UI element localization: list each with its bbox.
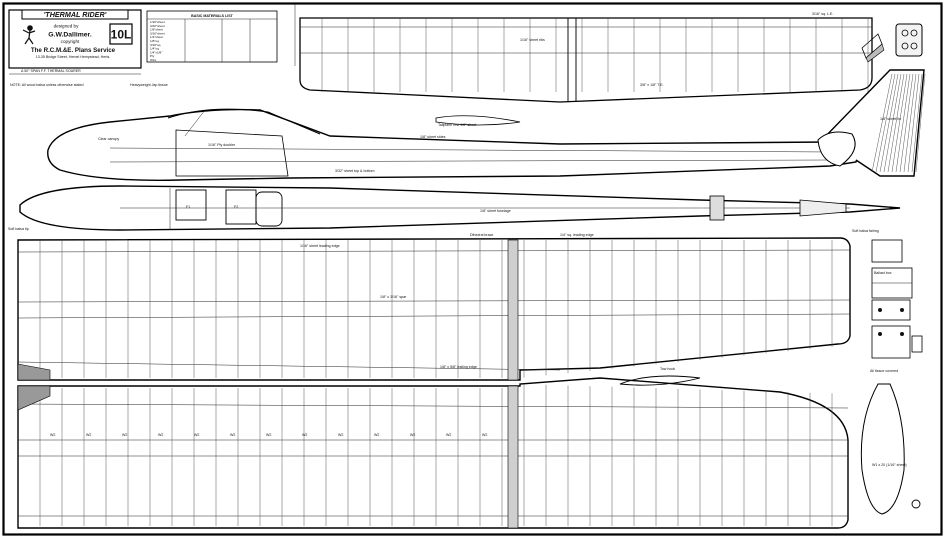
materials-row: 3/16"sheet <box>150 31 165 35</box>
fin-grain-line <box>891 73 908 173</box>
side-details: Ballast box All tissue covered <box>870 239 923 373</box>
wing-rib-label: W2 <box>338 433 343 437</box>
wing-rib-label: W2 <box>50 433 55 437</box>
wing-tip-label: Soft balsa tip <box>8 227 29 231</box>
wing-rib-label: W2 <box>86 433 91 437</box>
small-parts-top-right <box>861 23 923 63</box>
fin-grain-line <box>883 73 902 173</box>
materials-row: 1/4"x1/8" <box>150 50 162 54</box>
ply-doubler-label: 1/16" Ply doubler <box>208 143 236 147</box>
fin-grain-line <box>911 73 923 173</box>
tailplane-te-label: 3/8" x 1/8" T.E. <box>640 83 663 87</box>
fin-label: 1/8" sheet fin <box>880 117 901 121</box>
plan-number: 10L <box>111 28 132 42</box>
materials-row: 3/16"sq. <box>150 43 161 47</box>
designed-by-label: designed by <box>54 24 79 29</box>
fin-grain-line <box>871 73 893 173</box>
tailplane-plan: 1/16" sheet ribs 3/16" sq. L.E. 3/8" x 1… <box>299 12 873 103</box>
wing-spar-label: 1/8" x 3/16" spar <box>380 295 407 299</box>
materials-row: Wire <box>150 58 157 62</box>
plans-service-name: The R.C.M.&E. Plans Service <box>31 47 116 54</box>
fin-grain-line <box>879 73 899 173</box>
fuselage-top-view: 1/8" sheet fuselage F1 F2 Soft balsa fai… <box>19 185 901 233</box>
wing-rib-label: W2 <box>410 433 415 437</box>
tailplane-rest-label: Tailplane rest 1/8" sheet <box>438 123 476 127</box>
materials-row: 1/8"sq. <box>150 39 160 43</box>
wing-panel-upper: 1/4" sq. leading edge 1/8" x 5/8" traili… <box>8 227 851 381</box>
materials-row: 3/32"sheet <box>150 24 165 28</box>
former-f2-label: F2 <box>234 205 238 209</box>
tail-fairing-label: Soft balsa fairing <box>852 229 879 233</box>
tissue-label: Heavyweight Jap tissue <box>130 83 168 87</box>
fin-grain-line <box>907 73 920 173</box>
wing-te-label: 1/8" x 5/8" trailing edge <box>440 365 477 369</box>
wing-rib-label: W2 <box>302 433 307 437</box>
copyright-label: copyright <box>61 39 80 44</box>
wing-panel-lower: W2 W2 W2 W2 W2 W2 W2 W2 W2 W2 W2 W2 W2 <box>17 377 849 529</box>
fuselage-sides-label: 1/8" sheet sides <box>420 135 446 139</box>
wing-le-label: 1/4" sq. leading edge <box>560 233 594 237</box>
plan-number-box <box>109 23 133 45</box>
rib-template-label: W1 x 20 (1/16" sheet) <box>872 463 907 467</box>
note-label: NOTE: All wood balsa unless otherwise st… <box>10 83 84 87</box>
fuselage-side-view: Clear canopy 1/16" Ply doubler 1/8" shee… <box>47 69 926 181</box>
tow-hook-detail: Tow hook <box>619 367 701 386</box>
materials-row: Ply <box>150 54 155 58</box>
wing-rib-label: W2 <box>158 433 163 437</box>
fuselage-sheet-label: 3/32" sheet top & bottom <box>335 169 374 173</box>
service-address: 13-35 Bridge Street, Hemel Hempstead, He… <box>36 55 111 59</box>
tow-hook-label: Tow hook <box>660 367 675 371</box>
rib-template: W1 x 20 (1/16" sheet) <box>860 383 921 515</box>
materials-row: 1/4"sq. <box>150 47 160 51</box>
canopy-label: Clear canopy <box>98 137 119 141</box>
plan-caption: A 50" SPAN F.F. THERMAL SOARER <box>21 69 81 73</box>
materials-row: 1/8"sheet <box>150 28 163 32</box>
wing-dihedral-label: Dihedral brace <box>470 233 493 237</box>
fin-grain-line <box>887 73 905 173</box>
materials-heading: BASIC MATERIALS LIST <box>191 14 233 18</box>
materials-row: 1/4"sheet <box>150 35 163 39</box>
materials-table: BASIC MATERIALS LIST 1/16"sheet3/32"shee… <box>146 10 278 63</box>
fin-grain-line <box>903 73 917 173</box>
designer-name: G.W.Dallimer. <box>48 32 92 39</box>
wing-rib-label: W2 <box>194 433 199 437</box>
wing-rib-label: W2 <box>374 433 379 437</box>
tissue-note: All tissue covered <box>870 369 898 373</box>
tailplane-rib-label: 1/16" sheet ribs <box>520 38 545 42</box>
wing-rib-label: W2 <box>482 433 487 437</box>
tailplane-le-label: 3/16" sq. L.E. <box>812 12 833 16</box>
fin-grain-line <box>895 73 911 173</box>
wing-rib-label: W2 <box>122 433 127 437</box>
former-f1-label: F1 <box>186 205 190 209</box>
title-block: 'THERMAL RIDER' designed by G.W.Dallimer… <box>8 9 142 75</box>
ballast-box-label: Ballast box <box>874 271 892 275</box>
fuselage-label: 1/8" sheet fuselage <box>480 209 511 213</box>
wing-rib-label: W2 <box>266 433 271 437</box>
wing-rib-label: W2 <box>446 433 451 437</box>
wing-sheet-label: 1/16" sheet leading edge <box>300 244 340 248</box>
fin-grain-line <box>875 73 896 173</box>
fin-grain-line <box>899 73 914 173</box>
plan-title: 'THERMAL RIDER' <box>44 10 107 19</box>
wing-rib-label: W2 <box>230 433 235 437</box>
materials-row: 1/16"sheet <box>150 20 165 24</box>
logo-figure-icon <box>22 25 36 45</box>
fin-grain-line <box>915 73 926 173</box>
